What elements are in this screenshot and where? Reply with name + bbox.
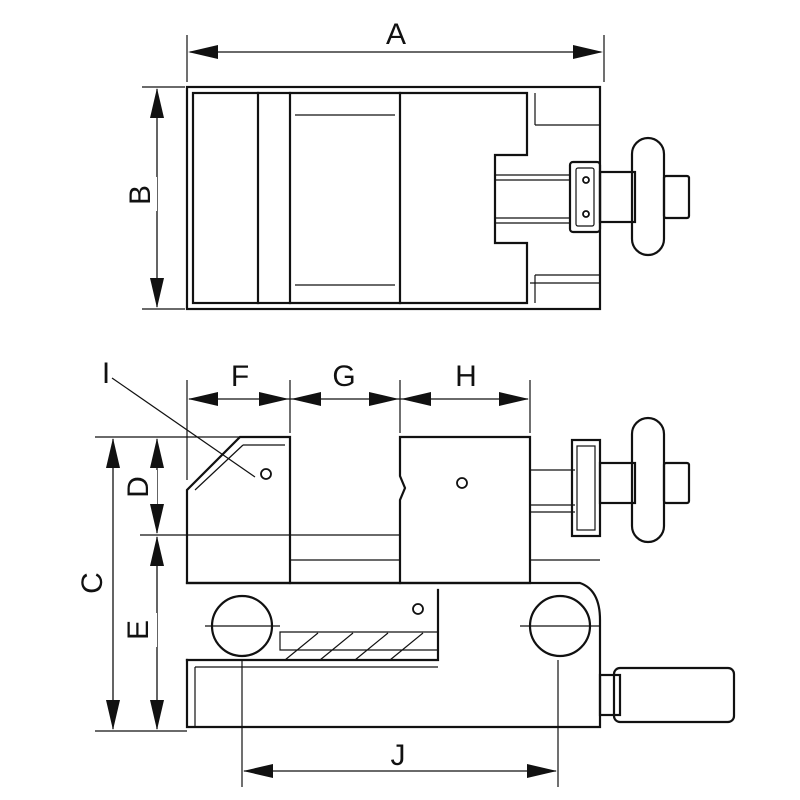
dimension-b: B (124, 86, 185, 310)
label-d: D (122, 476, 155, 498)
dimension-cde: C D E (76, 436, 290, 732)
label-e: E (122, 620, 155, 640)
label-i: I (102, 357, 110, 390)
label-b: B (124, 185, 157, 205)
side-view (185, 416, 736, 729)
dimension-j: J (241, 660, 559, 787)
dimension-a: A (186, 16, 605, 82)
label-j: J (391, 739, 406, 772)
top-view (185, 85, 691, 311)
label-h: H (455, 360, 477, 393)
label-f: F (231, 360, 249, 393)
leader-i: I (102, 357, 256, 478)
dimension-fgh: F G H (186, 360, 531, 480)
label-a: A (386, 18, 406, 51)
label-g: G (332, 360, 355, 393)
label-c: C (76, 572, 109, 594)
